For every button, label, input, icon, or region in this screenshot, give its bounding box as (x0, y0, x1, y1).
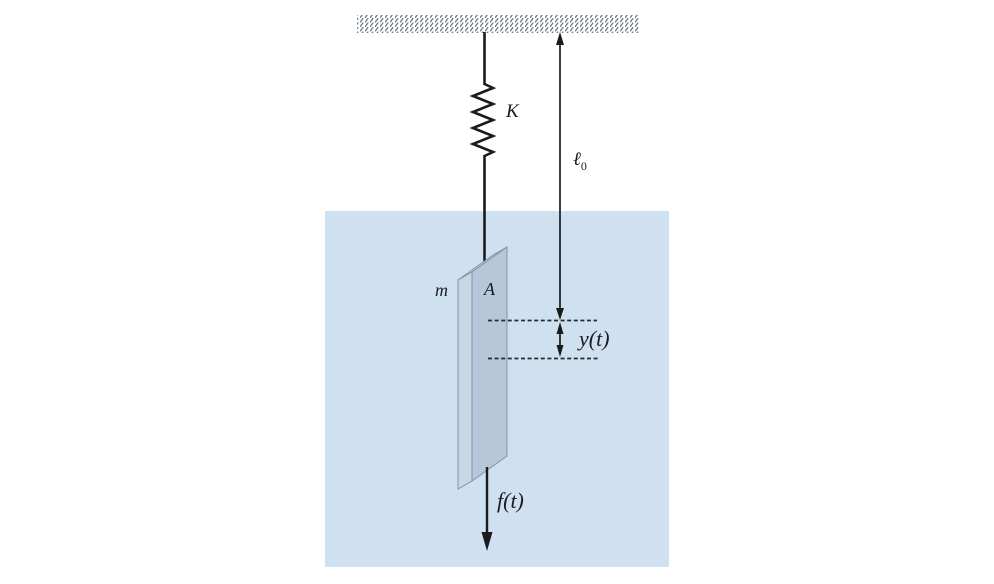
arrowhead-up-icon (556, 32, 564, 45)
arrowhead-up-icon (556, 322, 564, 334)
rest-length-dimension (556, 32, 564, 320)
rest-length-label: ℓ0 (573, 150, 587, 172)
applied-force-label: f(t) (497, 488, 524, 513)
spring (469, 82, 497, 158)
plate (457, 246, 508, 490)
rest-length-symbol: ℓ (573, 149, 581, 170)
arrowhead-down-icon (481, 532, 493, 551)
arrowhead-down-icon (556, 308, 564, 320)
rest-length-subscript: 0 (580, 158, 587, 173)
plate-front-face (471, 246, 508, 482)
displacement-double-arrow (556, 322, 564, 357)
ceiling-hatch (357, 15, 640, 33)
plate-side-face (457, 271, 473, 490)
force-arrow (481, 467, 493, 551)
plate-area-label: A (484, 279, 495, 299)
mass-label: m (435, 280, 448, 300)
spring-constant-label: K (506, 101, 519, 122)
arrowhead-down-icon (556, 345, 564, 357)
displacement-label: y(t) (579, 326, 610, 351)
